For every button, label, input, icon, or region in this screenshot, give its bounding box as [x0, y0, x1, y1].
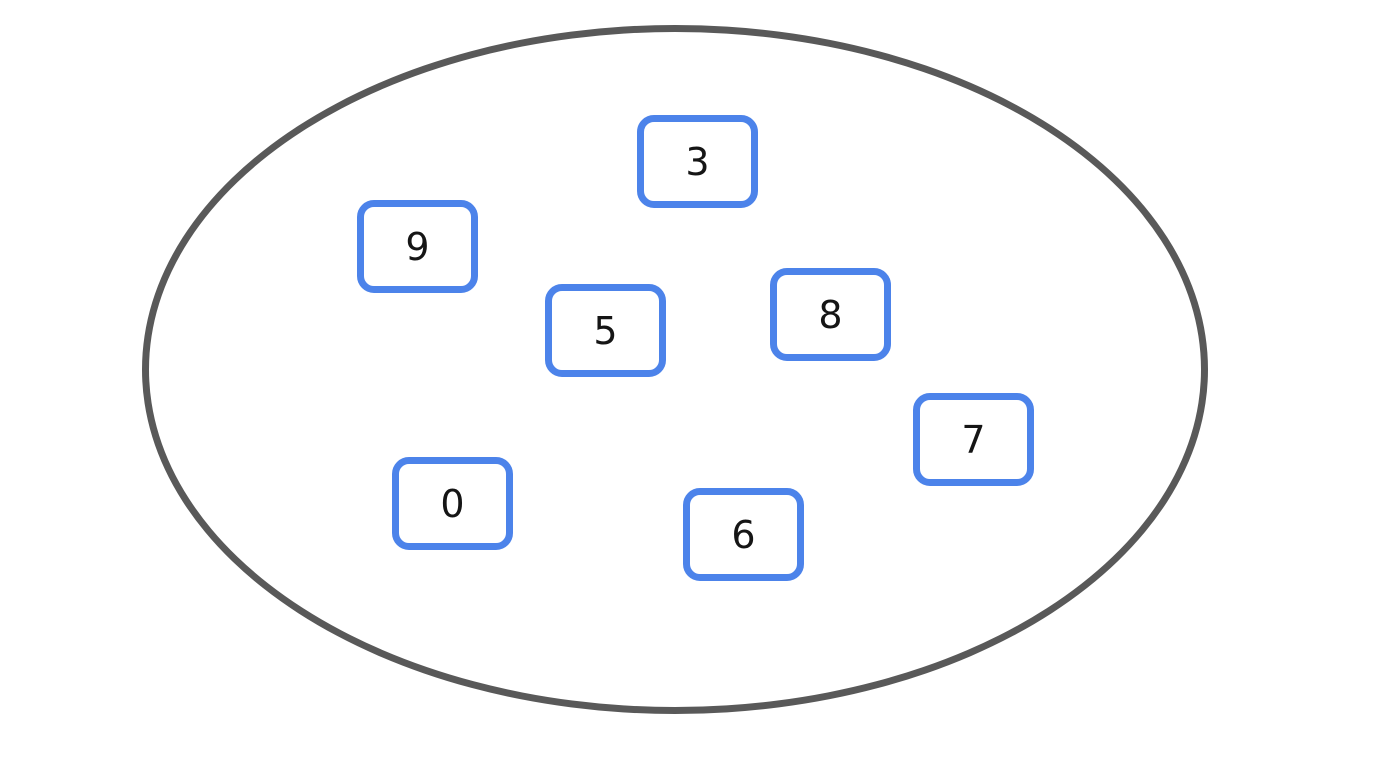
number-card: 9 [357, 200, 478, 293]
set-ellipse [142, 25, 1208, 714]
number-label: 7 [961, 417, 986, 462]
number-card: 5 [545, 284, 666, 377]
number-label: 8 [818, 292, 843, 337]
number-card: 3 [637, 115, 758, 208]
number-card: 7 [913, 393, 1034, 486]
number-label: 6 [731, 512, 756, 557]
number-card: 8 [770, 268, 891, 361]
number-label: 3 [685, 139, 710, 184]
number-card: 0 [392, 457, 513, 550]
number-label: 9 [405, 224, 430, 269]
number-label: 5 [593, 308, 618, 353]
number-card: 6 [683, 488, 804, 581]
number-label: 0 [440, 481, 465, 526]
